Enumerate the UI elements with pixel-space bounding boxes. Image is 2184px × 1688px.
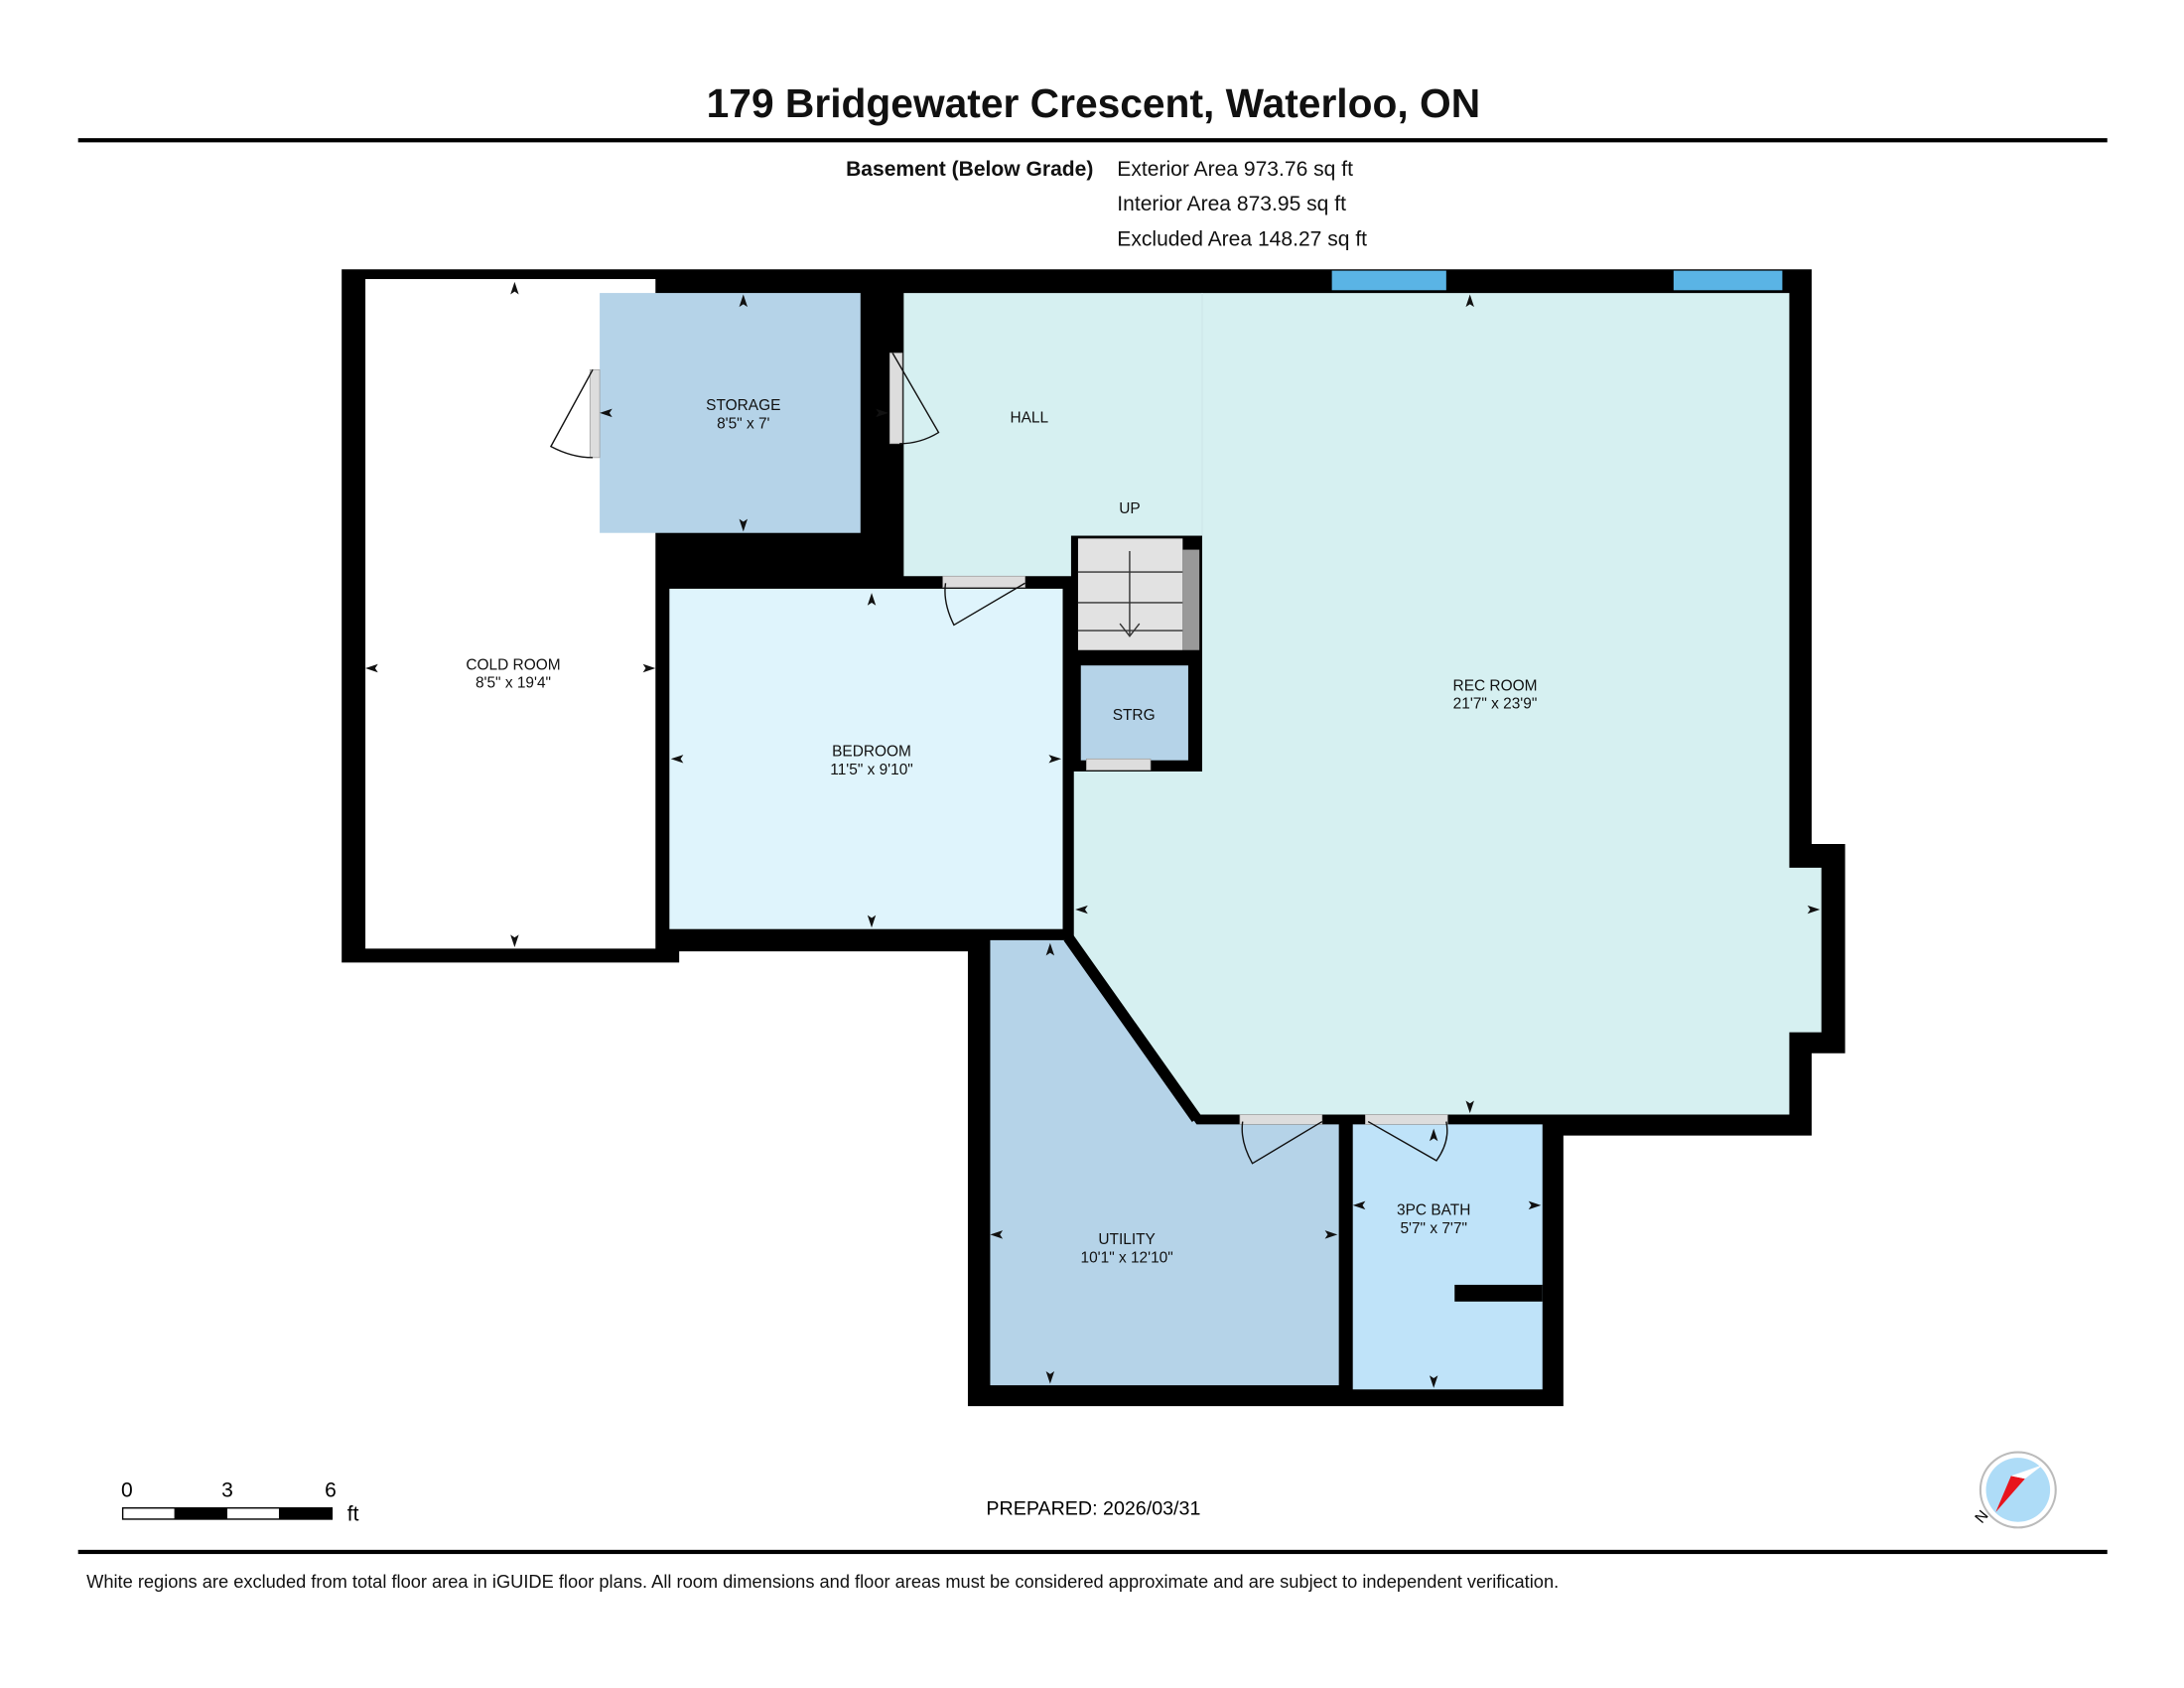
rec-room-name: REC ROOM bbox=[1453, 677, 1538, 694]
bath-wall-notch bbox=[1454, 1284, 1543, 1302]
cold-room-name: COLD ROOM bbox=[466, 656, 560, 673]
cold-room-dims: 8'5" x 19'4" bbox=[476, 675, 551, 692]
scale-unit: ft bbox=[347, 1502, 359, 1525]
hall-name: HALL bbox=[1010, 410, 1048, 427]
utility-dims: 10'1" x 12'10" bbox=[1080, 1249, 1172, 1266]
rec-room-dims: 21'7" x 23'9" bbox=[1453, 696, 1538, 713]
header-divider bbox=[77, 138, 2108, 143]
scale-tick-6: 6 bbox=[325, 1478, 337, 1501]
room-bedroom[interactable] bbox=[669, 588, 1063, 929]
utility-name: UTILITY bbox=[1098, 1231, 1155, 1248]
room-storage[interactable] bbox=[600, 293, 861, 533]
door-bedroom[interactable] bbox=[942, 575, 1025, 588]
door-utility[interactable] bbox=[1239, 1114, 1323, 1125]
diagonal-wall bbox=[1063, 933, 1201, 1123]
room-rec-room-hall[interactable] bbox=[903, 293, 1822, 1115]
room-bath[interactable] bbox=[1352, 1124, 1543, 1390]
floor-name: Basement (Below Grade) bbox=[846, 158, 1093, 181]
footer-divider bbox=[77, 1549, 2108, 1555]
bath-dims: 5'7" x 7'7" bbox=[1400, 1220, 1467, 1237]
scale-tick-0: 0 bbox=[121, 1478, 133, 1501]
door-strg[interactable] bbox=[1086, 758, 1152, 771]
storage-name: STORAGE bbox=[706, 397, 780, 414]
bath-name: 3PC BATH bbox=[1397, 1202, 1470, 1219]
page-title: 179 Bridgewater Crescent, Waterloo, ON bbox=[707, 80, 1480, 126]
stairs[interactable] bbox=[1070, 535, 1202, 656]
strg-name: STRG bbox=[1113, 707, 1156, 724]
door-bath[interactable] bbox=[1365, 1114, 1448, 1125]
stairs-up-label: UP bbox=[1119, 500, 1140, 517]
bedroom-name: BEDROOM bbox=[832, 743, 911, 760]
door-swings bbox=[549, 352, 1448, 1165]
compass-icon: N bbox=[1972, 1451, 2057, 1529]
door-storage-hall[interactable] bbox=[888, 352, 903, 445]
prepared-date: PREPARED: 2026/03/31 bbox=[986, 1498, 1200, 1520]
door-storage-cold[interactable] bbox=[589, 368, 601, 459]
room-utility[interactable] bbox=[990, 939, 1339, 1386]
scale-tick-3: 3 bbox=[221, 1478, 233, 1501]
interior-area: Interior Area 873.95 sq ft bbox=[1117, 193, 1346, 215]
bedroom-dims: 11'5" x 9'10" bbox=[830, 762, 913, 778]
storage-dims: 8'5" x 7' bbox=[717, 415, 769, 432]
exterior-area: Exterior Area 973.76 sq ft bbox=[1117, 158, 1353, 181]
window bbox=[1673, 270, 1783, 291]
room-strg[interactable] bbox=[1080, 665, 1188, 761]
doors bbox=[589, 352, 1448, 1125]
window bbox=[1331, 270, 1446, 291]
excluded-area: Excluded Area 148.27 sq ft bbox=[1117, 227, 1367, 250]
footer-disclaimer: White regions are excluded from total fl… bbox=[86, 1571, 1559, 1592]
scale-bar: 0 3 6 ft bbox=[121, 1478, 359, 1525]
